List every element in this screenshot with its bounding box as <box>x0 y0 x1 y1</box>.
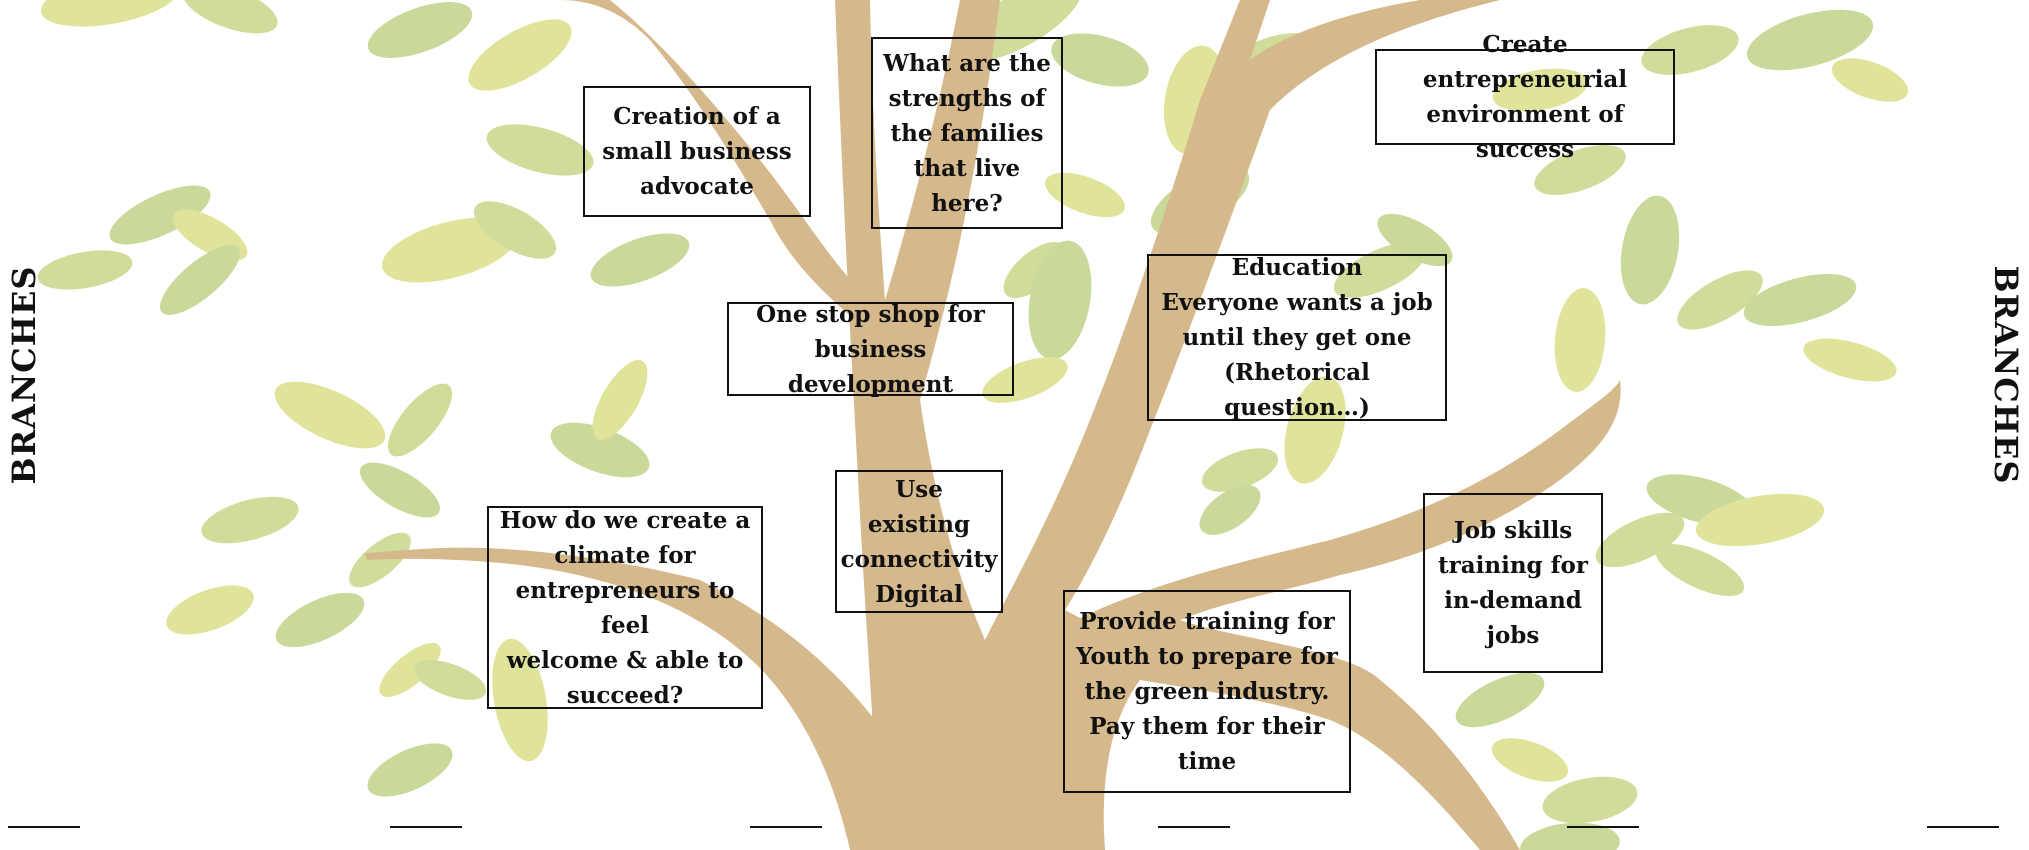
leaf-shape <box>37 250 133 290</box>
note-entrepreneurial-environment: Create entrepreneurial environment of su… <box>1375 31 1675 163</box>
blank-line <box>8 826 80 828</box>
note-small-business-advocate: Creation of a small business advocate <box>583 86 811 217</box>
leaf-shape <box>1641 25 1739 75</box>
tree-trunk <box>365 0 1621 850</box>
leaf-shape <box>1051 33 1149 87</box>
note-family-strengths: What are the strengths of the families t… <box>871 37 1063 229</box>
leaf-shape <box>413 660 487 700</box>
leaf-shape <box>182 0 278 34</box>
leaf-shape <box>40 0 180 27</box>
leaf-shape <box>1803 338 1897 382</box>
leaf-shape <box>1491 738 1569 782</box>
leaf-shape <box>1520 822 1620 850</box>
note-connectivity: Use existing connectivity Digital <box>835 470 1003 613</box>
leaf-shape <box>379 643 441 697</box>
leaf-shape <box>1655 543 1745 597</box>
leaf-shape <box>1695 493 1825 547</box>
leaf-shape <box>468 19 572 91</box>
blank-line <box>1158 826 1230 828</box>
leaf-shape <box>1677 270 1763 330</box>
leaf-shape <box>275 592 365 648</box>
leaf-shape <box>1595 512 1685 568</box>
leaf-shape <box>1492 68 1588 112</box>
leaf-shape <box>486 124 594 176</box>
blank-line <box>750 826 822 828</box>
blank-line <box>390 826 462 828</box>
leaf-shape <box>201 496 299 544</box>
leaf-shape <box>1201 448 1279 492</box>
note-one-stop-shop: One stop shop for business development <box>727 301 1014 398</box>
leaf-shape <box>1377 213 1453 267</box>
leaf-shape <box>1284 376 1346 484</box>
leaf-shape <box>1045 172 1125 218</box>
side-title-left: BRANCHES <box>5 265 43 485</box>
leaf-shape <box>360 462 440 518</box>
leaf-shape <box>367 743 453 797</box>
leaf-shape <box>1743 273 1857 327</box>
leaf-shape <box>1199 485 1261 535</box>
leaf-shape <box>159 245 241 315</box>
leaf-shape <box>166 585 254 635</box>
leaf-shape <box>1554 288 1606 392</box>
leaf-shape <box>1028 240 1092 360</box>
blank-line <box>1927 826 1999 828</box>
note-job-skills: Job skills training for in-demand jobs <box>1423 493 1603 673</box>
leaf-shape <box>274 381 386 449</box>
leaf-shape <box>1746 9 1874 71</box>
leaf-shape <box>473 201 557 259</box>
side-title-right: BRANCHES <box>1987 265 2025 485</box>
note-green-industry-training: Provide training for Youth to prepare fo… <box>1063 590 1351 793</box>
leaves-layer <box>37 0 1909 850</box>
leaf-shape <box>592 360 648 440</box>
leaf-shape <box>349 532 411 588</box>
leaf-shape <box>381 217 519 283</box>
leaf-shape <box>1831 58 1909 102</box>
leaf-shape <box>1455 672 1545 728</box>
note-climate-for-entrepreneurs: How do we create a climate for entrepren… <box>487 506 763 709</box>
leaf-shape <box>492 638 548 762</box>
leaf-shape <box>367 2 473 58</box>
leaf-shape <box>387 383 453 457</box>
leaf-shape <box>1542 776 1638 824</box>
note-education: Education Everyone wants a job until the… <box>1147 254 1447 421</box>
leaf-shape <box>109 185 211 245</box>
leaf-shape <box>590 233 690 287</box>
leaf-shape <box>1534 145 1626 195</box>
blank-line <box>1567 826 1639 828</box>
leaf-shape <box>1620 195 1680 305</box>
leaf-shape <box>1333 242 1427 298</box>
leaf-shape <box>982 357 1068 403</box>
leaf-shape <box>550 422 650 478</box>
